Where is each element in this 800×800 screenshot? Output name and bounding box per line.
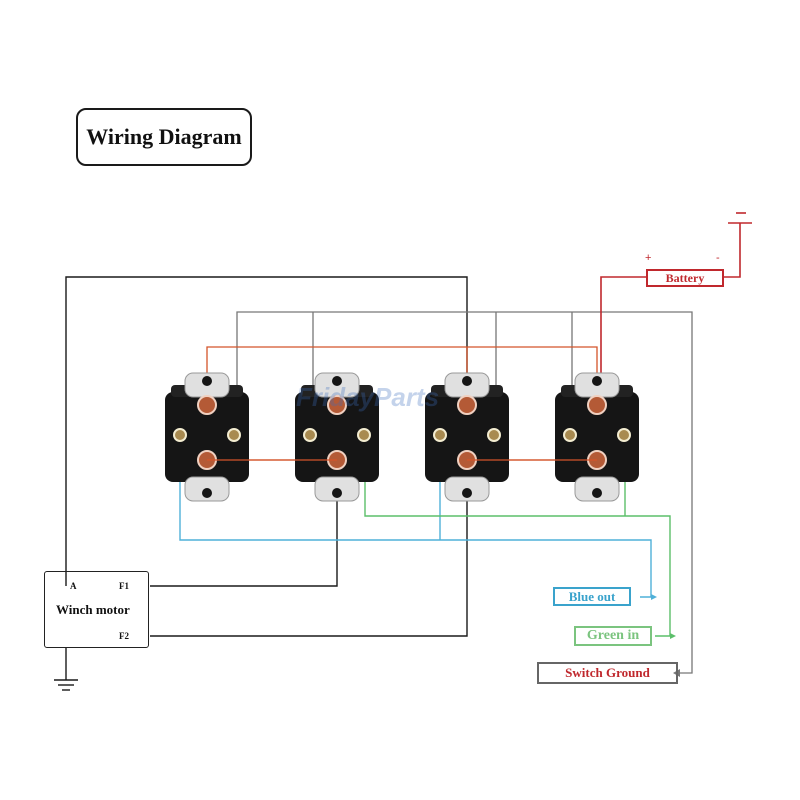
terminal-left — [433, 428, 447, 442]
terminal-left — [173, 428, 187, 442]
switch-ground-label: Switch Ground — [537, 662, 678, 684]
solenoid-1 — [165, 372, 249, 502]
solenoid-4 — [555, 372, 639, 502]
black-wire-a-loop — [65, 276, 468, 637]
terminal-left — [303, 428, 317, 442]
blue-out-label: Blue out — [553, 587, 631, 606]
winch-motor-box: A F1 Winch motor F2 — [44, 571, 149, 648]
terminal-right — [617, 428, 631, 442]
terminal-top — [197, 395, 217, 415]
terminal-f2-label: F2 — [119, 631, 129, 641]
winch-motor-label: Winch motor — [56, 602, 130, 617]
battery-positive-sign: + — [645, 252, 652, 264]
ground-symbol — [54, 648, 78, 691]
black-wire-f1 — [150, 460, 338, 587]
terminal-right — [487, 428, 501, 442]
blue-out-arrow — [651, 594, 657, 600]
battery-label: Battery — [646, 269, 724, 287]
terminal-f1-label: F1 — [119, 581, 129, 591]
terminal-a-label: A — [70, 581, 77, 591]
watermark: FridayParts — [296, 382, 440, 412]
green-in-label: Green in — [574, 626, 652, 646]
terminal-top — [327, 395, 347, 415]
page-title: Wiring Diagram — [76, 108, 252, 166]
red-battery-wire — [600, 212, 752, 405]
terminal-top — [457, 395, 477, 415]
terminal-right — [227, 428, 241, 442]
terminal-top — [587, 395, 607, 415]
terminal-right — [357, 428, 371, 442]
green-in-arrow — [670, 633, 676, 639]
solenoid-3 — [425, 372, 509, 502]
terminal-left — [563, 428, 577, 442]
battery-negative-sign: - — [716, 252, 720, 264]
